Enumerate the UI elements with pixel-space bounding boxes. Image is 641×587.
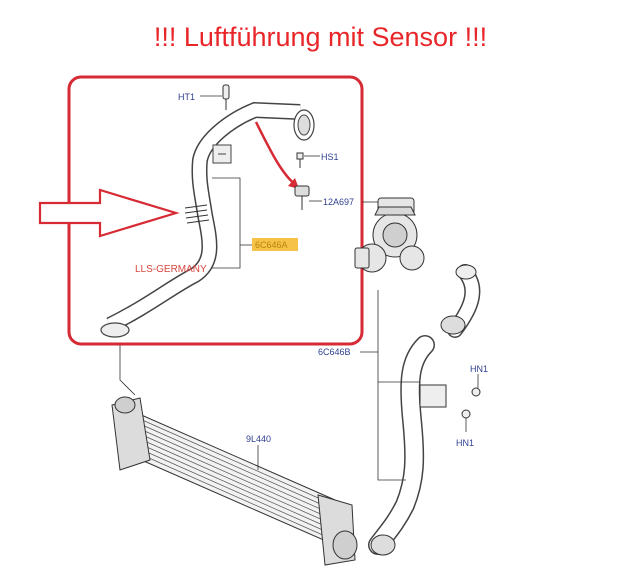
hs1-screw xyxy=(296,152,304,168)
callout-9l440: 9L440 xyxy=(246,434,271,444)
sensor-12a697 xyxy=(294,185,310,210)
hose-6c646a xyxy=(100,101,315,338)
callout-hn1-top: HN1 xyxy=(470,364,488,374)
callout-hs1: HS1 xyxy=(321,152,339,162)
hose-b-joint xyxy=(440,315,466,335)
banner-title: !!! Luftführung mit Sensor !!! xyxy=(153,22,488,52)
hose-b-end xyxy=(370,534,396,556)
leader-hose-intercooler xyxy=(119,345,136,396)
callout-6c646a: 6C646A xyxy=(255,240,288,250)
sensor-arrow xyxy=(254,121,298,188)
hose-b-clamp-top xyxy=(455,264,477,280)
callout-12a697: 12A697 xyxy=(323,197,354,207)
callout-hn1-bottom: HN1 xyxy=(456,438,474,448)
highlight-label-bg xyxy=(252,238,298,251)
callout-ht1: HT1 xyxy=(178,92,195,102)
intercooler-9l440 xyxy=(111,396,358,566)
bracket-6c646a xyxy=(212,177,241,269)
bracket-6c646b xyxy=(377,290,406,481)
ht1-fastener xyxy=(222,84,230,110)
hose-6c646b xyxy=(368,264,481,555)
turbocharger xyxy=(354,197,425,273)
pointer-arrow xyxy=(38,188,180,238)
watermark: LLS-GERMANY xyxy=(135,264,207,275)
callout-6c646b: 6C646B xyxy=(318,347,351,357)
bracket-mount xyxy=(419,384,481,419)
